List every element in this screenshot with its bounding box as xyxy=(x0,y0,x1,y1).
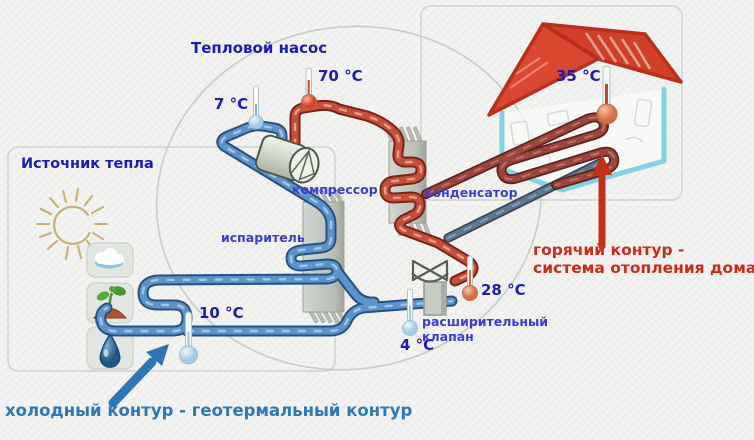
temp-house: 35 °C xyxy=(556,67,601,85)
thermometer-35c xyxy=(596,65,618,125)
cold-circuit-arrow xyxy=(108,344,169,408)
house-walls xyxy=(499,86,667,193)
radiator-slab xyxy=(302,201,345,313)
condenser-label: конденсатор xyxy=(424,185,518,200)
expansion-valve-label-line2: клапан xyxy=(422,329,474,344)
compressor-unit xyxy=(254,134,320,184)
cold-circuit-caption: холодный контур - геотермальный контур xyxy=(5,401,413,420)
thermometer-28c xyxy=(462,255,478,301)
temp-condenser-out: 28 °C xyxy=(481,281,526,299)
compressor-label: компрессор xyxy=(292,182,378,197)
heat-source-title: Источник тепла xyxy=(21,156,154,172)
expansion-valve xyxy=(411,259,449,316)
house-roof xyxy=(487,22,683,117)
temp-ground-loop: 10 °C xyxy=(199,304,244,322)
hot-circuit-arrow xyxy=(592,154,612,250)
cloud-icon xyxy=(95,248,124,269)
thermometer-7c xyxy=(248,85,264,130)
sun-icon xyxy=(35,187,109,261)
valve-pedestal-shade xyxy=(441,282,446,315)
water-drop-icon xyxy=(99,332,121,368)
thermometer-4c xyxy=(402,288,418,336)
evaporator-label: испаритель xyxy=(221,230,305,245)
hot-circuit-caption-line1: горячий контур - xyxy=(533,241,685,259)
house xyxy=(487,22,683,193)
temp-compressor-out: 70 °C xyxy=(318,67,363,85)
heat-pump-title: Тепловой насос xyxy=(191,39,328,57)
temp-valve-out: 4 °C xyxy=(400,336,435,354)
house-panel xyxy=(420,5,683,201)
expansion-valve-label-line1: расширительный xyxy=(422,314,549,329)
evaporator-radiator xyxy=(297,188,347,324)
thermometer-10c xyxy=(179,311,198,365)
thermometer-70c xyxy=(301,67,317,110)
valve-dish xyxy=(411,272,449,283)
temp-evaporator-out: 7 °C xyxy=(214,95,249,113)
hot-circuit-caption-line2: система отопления дома xyxy=(533,259,754,277)
